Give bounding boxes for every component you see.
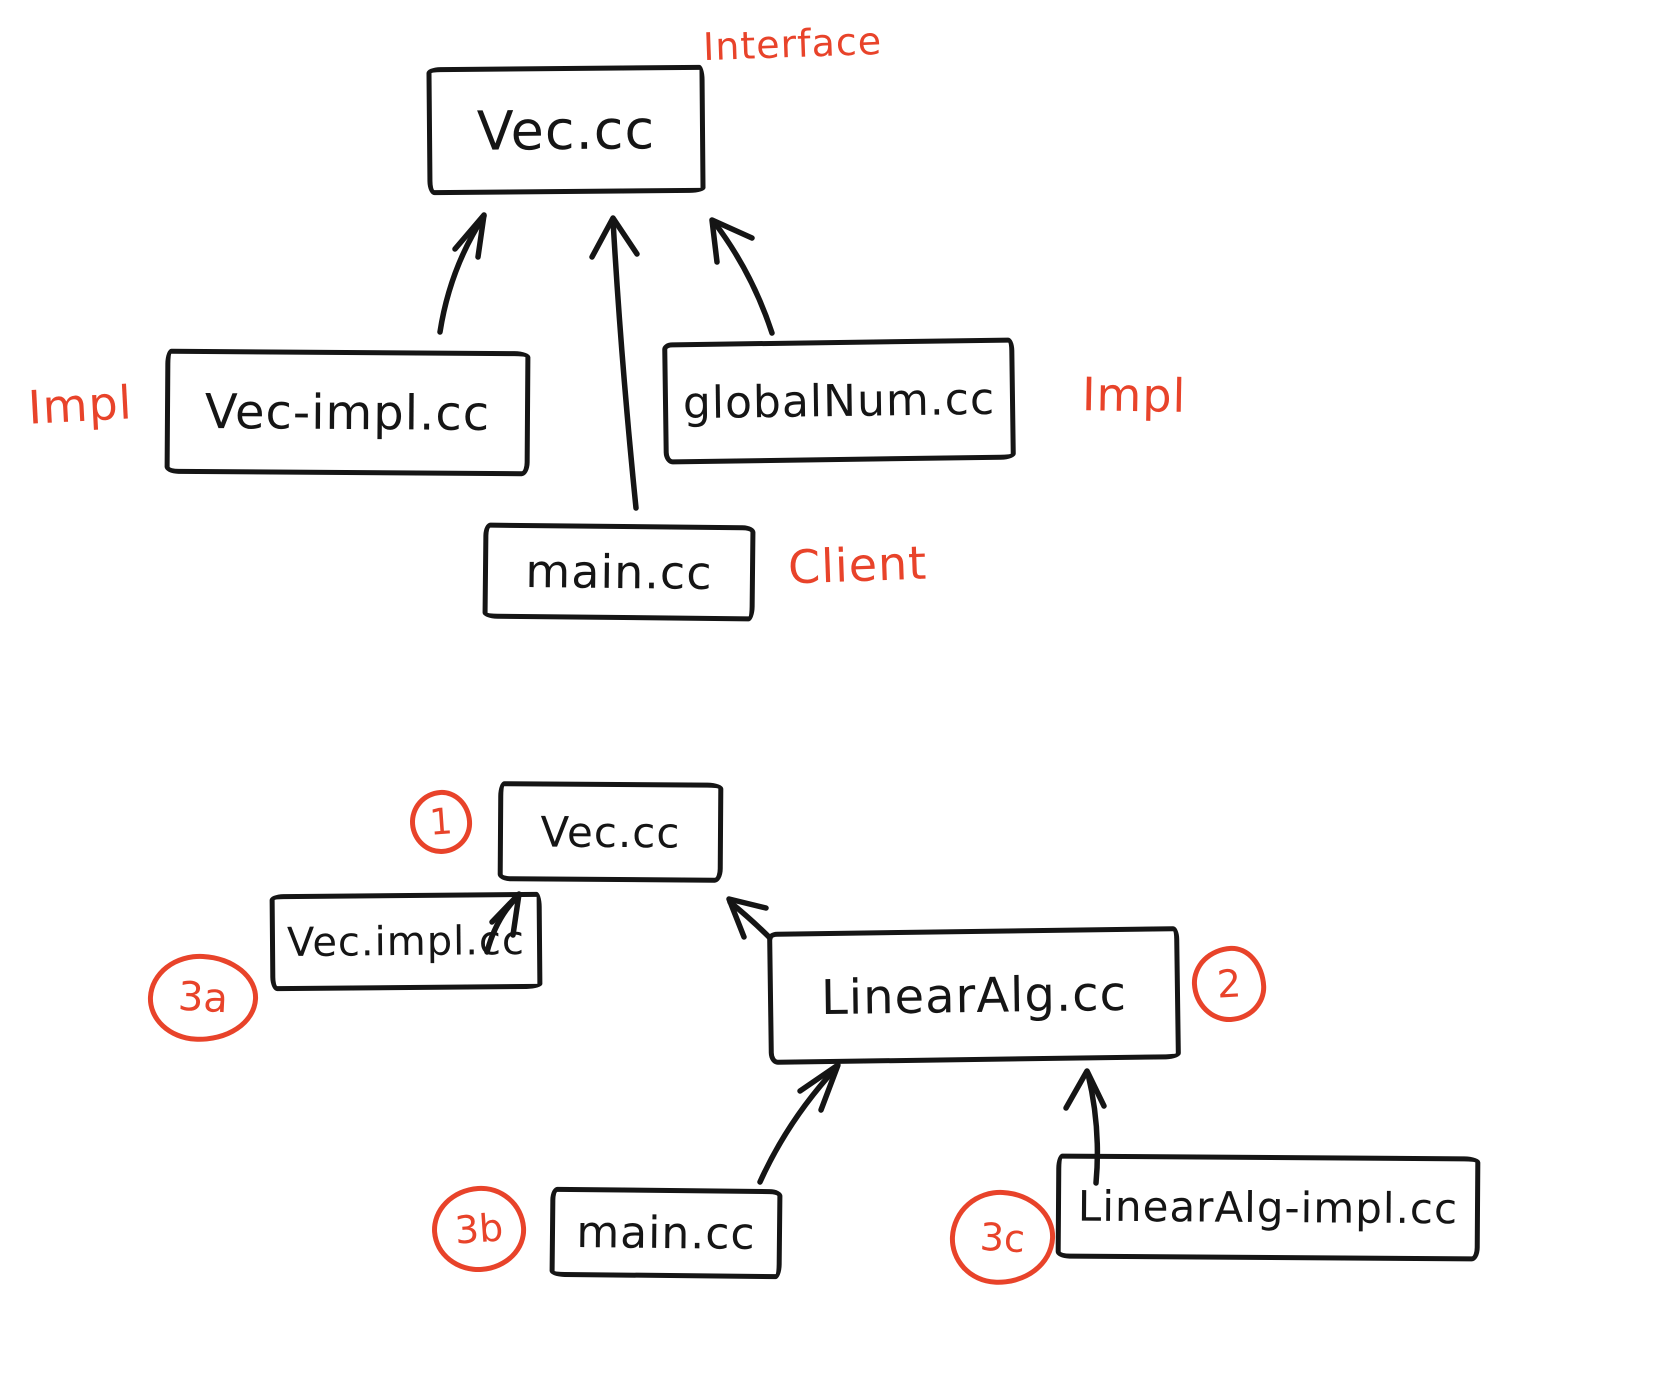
node-main-bottom: main.cc — [549, 1186, 783, 1280]
node-label: Vec.impl.cc — [286, 917, 526, 966]
badge-step-3b: 3b — [429, 1182, 529, 1276]
node-label: LinearAlg-impl.cc — [1077, 1181, 1459, 1234]
annotation-client: Client — [787, 535, 929, 595]
arrow-globalnum-to-vec-top — [711, 219, 775, 336]
node-label: globalNum.cc — [682, 373, 996, 429]
arrowhead-main-to-linearalg — [797, 1062, 841, 1113]
badge-label: 3a — [176, 973, 230, 1023]
node-vec-impl-bottom: Vec.impl.cc — [269, 891, 543, 992]
arrow-vecimpl-to-vec-top — [437, 213, 487, 335]
annotation-impl-right: Impl — [1081, 367, 1187, 423]
arrow-main-to-linearalg — [757, 1065, 839, 1185]
node-label: main.cc — [576, 1206, 756, 1260]
node-globalnum-top: globalNum.cc — [662, 337, 1016, 465]
arrowhead-main-to-vec-top — [589, 215, 640, 260]
arrowhead-vecimpl-to-vec-top — [452, 212, 487, 260]
arrowhead-globalnum-to-vec-top — [709, 217, 755, 265]
node-label: Vec-impl.cc — [204, 383, 491, 442]
badge-label: 2 — [1215, 961, 1243, 1007]
node-vec-impl-top: Vec-impl.cc — [164, 348, 531, 477]
arrow-main-to-vec-top — [610, 217, 639, 511]
arrowhead-linearalgimpl-to-linearalg — [1063, 1068, 1107, 1111]
node-vec-bottom: Vec.cc — [497, 781, 724, 883]
node-main-top: main.cc — [482, 522, 756, 622]
node-linearalg: LinearAlg.cc — [767, 926, 1181, 1065]
node-label: main.cc — [525, 544, 713, 600]
node-linearalg-impl: LinearAlg-impl.cc — [1055, 1153, 1481, 1262]
badge-step-1: 1 — [407, 787, 475, 857]
annotation-impl-left: Impl — [26, 375, 134, 435]
badge-step-2: 2 — [1190, 944, 1268, 1024]
node-vec-top: Vec.cc — [426, 64, 706, 196]
badge-label: 1 — [428, 800, 454, 844]
node-label: LinearAlg.cc — [820, 965, 1128, 1026]
arrowhead-linearalg-to-vec-bottom — [726, 896, 769, 940]
node-label: Vec.cc — [540, 807, 681, 857]
node-label: Vec.cc — [476, 97, 656, 163]
badge-step-3c: 3c — [947, 1187, 1058, 1288]
annotation-interface: Interface — [702, 18, 883, 70]
badge-label: 3b — [453, 1205, 505, 1253]
arrow-linearalg-to-vec-bottom — [727, 899, 773, 941]
badge-step-3a: 3a — [145, 951, 261, 1045]
badge-label: 3c — [978, 1214, 1027, 1261]
